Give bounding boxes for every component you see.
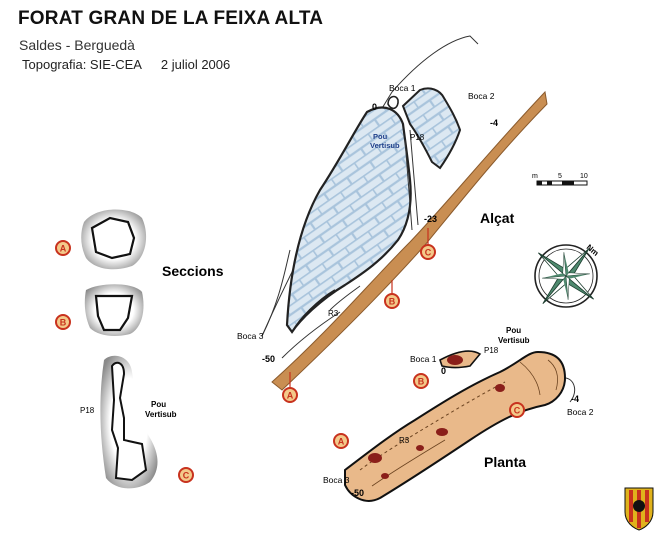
profile-marker-c: C <box>420 244 436 260</box>
profile-boca-1: Boca 1 <box>389 83 416 93</box>
scale-bar: m 5 10 <box>532 173 588 186</box>
section-a-outline <box>90 216 136 260</box>
plan-boca-2: Boca 2 <box>567 407 594 417</box>
svg-text:B: B <box>60 318 67 328</box>
survey-date: 2 juliol 2006 <box>160 57 231 72</box>
sections-heading: Seccions <box>162 263 224 279</box>
profile-shaft-code: P18 <box>410 133 425 142</box>
section-marker-c: C <box>178 467 194 483</box>
svg-text:A: A <box>60 244 67 254</box>
plan-marker-a: A <box>333 433 349 449</box>
section-b-outline <box>94 294 134 332</box>
map-title: FORAT GRAN DE LA FEIXA ALTA <box>18 8 324 29</box>
plan-view: Planta Boca 1 Boca 2 Boca 3 0 -4 -50 P18… <box>323 326 594 502</box>
svg-text:C: C <box>425 248 432 258</box>
svg-text:A: A <box>338 437 345 447</box>
profile-boca-2: Boca 2 <box>468 91 495 101</box>
section-shaft-code: P18 <box>80 406 95 415</box>
plan-depth-50: -50 <box>351 488 364 498</box>
plan-shaft-name-1: Pou <box>506 326 521 335</box>
plan-outline <box>344 350 567 502</box>
section-marker-b: B <box>55 314 71 330</box>
svg-text:C: C <box>514 406 521 416</box>
survey-credit: Topografia: SIE-CEA <box>22 57 142 72</box>
profile-marker-a: A <box>282 387 298 403</box>
profile-marker-b: B <box>384 293 400 309</box>
compass-north-label: Nm <box>585 243 601 258</box>
svg-text:A: A <box>287 391 294 401</box>
svg-text:C: C <box>183 471 190 481</box>
ice-chamber <box>285 106 412 334</box>
svg-text:B: B <box>389 297 396 307</box>
plan-shaft-code: P18 <box>484 346 499 355</box>
profile-depth-4: -4 <box>490 118 498 128</box>
profile-boca-3: Boca 3 <box>237 331 264 341</box>
plan-depth-4: -4 <box>571 394 579 404</box>
scale-unit: m <box>532 173 538 180</box>
profile-view: Boca 1 Boca 2 Boca 3 0 -4 -23 -50 P18 Po… <box>237 35 548 403</box>
plan-marker-c: C <box>509 402 525 418</box>
map-location: Saldes - Berguedà <box>19 37 135 53</box>
profile-heading: Alçat <box>480 210 515 226</box>
scale-5: 5 <box>558 173 562 180</box>
plan-step-code: R3 <box>399 436 410 445</box>
plan-heading: Planta <box>484 454 526 470</box>
section-marker-a: A <box>55 240 71 256</box>
profile-shaft-name-2: Vertisub <box>370 141 400 150</box>
profile-step-code: R3 <box>328 309 339 318</box>
compass-rose: Nm <box>534 243 601 308</box>
section-c-outline <box>110 361 148 482</box>
plan-boca-1: Boca 1 <box>410 354 437 364</box>
profile-shaft-name-1: Pou <box>373 132 388 141</box>
plan-shaft-name-2: Vertisub <box>498 336 530 345</box>
plan-boca-3: Boca 3 <box>323 475 350 485</box>
section-shaft-name-1: Pou <box>151 400 166 409</box>
plan-depth-0: 0 <box>441 366 446 376</box>
svg-text:B: B <box>418 377 425 387</box>
map-credit: Topografia: SIE-CEA 2 juliol 2006 <box>22 57 230 72</box>
club-shield-logo <box>624 487 654 531</box>
scale-10: 10 <box>580 173 588 180</box>
ground-slope <box>271 90 548 391</box>
section-shaft-name-2: Vertisub <box>145 410 177 419</box>
profile-depth-0: 0 <box>372 102 377 112</box>
plan-marker-b: B <box>413 373 429 389</box>
ice-upper <box>401 87 462 170</box>
profile-depth-50: -50 <box>262 354 275 364</box>
profile-depth-23: -23 <box>424 214 437 224</box>
sections-view: Seccions A B P18 Pou Vertisub C <box>55 209 224 489</box>
